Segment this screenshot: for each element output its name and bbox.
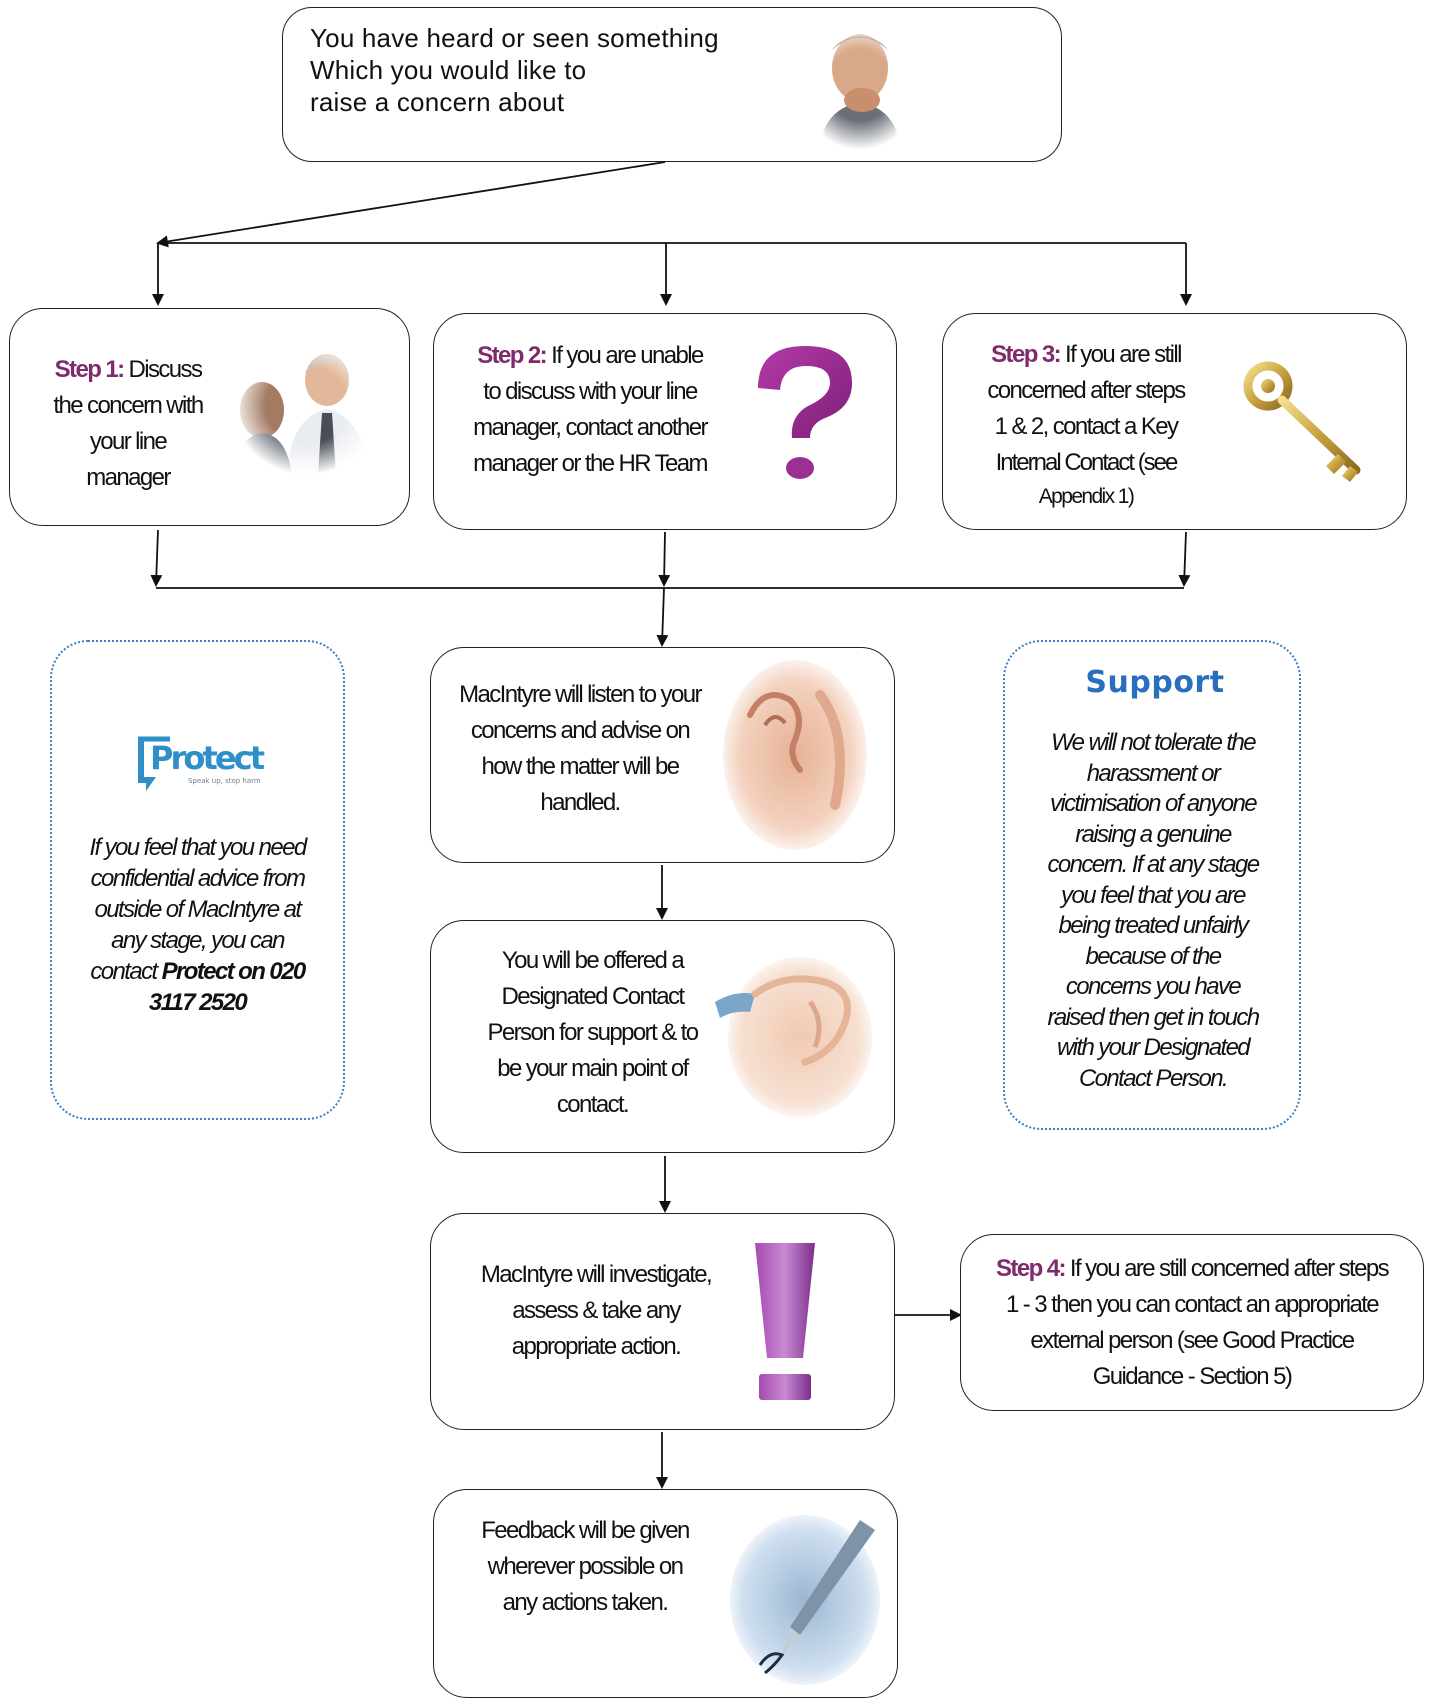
protect-text: If you feel that you need confidential a… (60, 832, 335, 1018)
protect-line: any stage, you can (111, 927, 285, 954)
listen-line: how the matter will be (481, 753, 681, 780)
exclamation-mark-icon (755, 1243, 815, 1400)
fountain-pen-photo-icon (730, 1515, 880, 1685)
step3-label: Step 3: (991, 341, 1061, 368)
protect-contact-number: Protect on 020 (161, 958, 307, 985)
ear-listening-photo-icon (723, 660, 867, 850)
listen-text: MacIntyre will listen to your concerns a… (445, 677, 715, 821)
support-line: raising a genuine (1075, 820, 1232, 848)
support-line: with your Designated (1056, 1034, 1251, 1061)
step4-line: If you are still concerned after steps (1069, 1255, 1390, 1282)
step1-text: Step 1: Discuss the concern with your li… (30, 352, 226, 496)
step4-line: 1 - 3 then you can contact an appropriat… (1005, 1291, 1380, 1318)
feedback-line: any actions taken. (502, 1589, 669, 1616)
step3-line: If you are still (1065, 341, 1182, 368)
investigate-line: MacIntyre will investigate, (480, 1261, 713, 1288)
step3-box (942, 313, 1407, 530)
designated-line: contact. (556, 1091, 630, 1118)
step3-line: Appendix 1) (1038, 485, 1135, 508)
start-line: raise a concern about (310, 87, 565, 117)
feedback-line: wherever possible on (487, 1553, 684, 1580)
step3-line: 1 & 2, contact a Key (994, 413, 1179, 440)
support-line: harassment or (1086, 759, 1221, 787)
feedback-line: Feedback will be given (481, 1517, 690, 1544)
step2-line: manager or the HR Team (473, 450, 708, 477)
managers-meeting-photo-icon (232, 335, 382, 475)
protect-box (50, 640, 345, 1120)
step1-label: Step 1: (54, 356, 125, 383)
start-line: You have heard or seen something (310, 23, 719, 53)
investigate-line: assess & take any (512, 1297, 681, 1324)
arrow-merge-to-listen (656, 587, 669, 647)
listen-line: concerns and advise on (470, 717, 691, 744)
designated-line: be your main point of (497, 1055, 689, 1082)
listen-line: MacIntyre will listen to your (459, 681, 702, 708)
support-line: victimisation of anyone (1050, 790, 1258, 817)
step4-line: Guidance - Section 5) (1092, 1363, 1293, 1390)
protect-line: confidential advice from (90, 865, 306, 892)
designated-line: Person for support & to (487, 1019, 700, 1046)
protect-logo: Protect Speak up, stop harm (138, 736, 265, 791)
support-box (1003, 640, 1301, 1130)
arrow-start-to-branch (156, 161, 666, 248)
support-text: We will not tolerate the harassment or v… (1013, 728, 1293, 1094)
arrow-step2-down (658, 531, 671, 587)
start-text: You have heard or seen something Which y… (310, 22, 740, 118)
support-line: you feel that you are (1061, 881, 1246, 909)
support-line: raised then get in touch (1047, 1003, 1260, 1031)
listen-line: handled. (540, 789, 621, 816)
gold-key-icon (1243, 361, 1361, 482)
step2-text: Step 2: If you are unable to discuss wit… (455, 338, 725, 482)
step3-line: Internal Contact (see (995, 449, 1179, 476)
start-box (282, 7, 1062, 162)
step4-line: external person (see Good Practice (1030, 1327, 1355, 1354)
support-line: being treated unfairly (1058, 912, 1250, 939)
step1-line: Discuss (128, 356, 203, 383)
step4-text: Step 4: If you are still concerned after… (970, 1251, 1414, 1395)
step2-line: to discuss with your line (483, 378, 698, 405)
step2-label: Step 2: (477, 342, 547, 369)
support-line: We will not tolerate the (1051, 729, 1257, 756)
supporting-hand-photo-icon (715, 957, 872, 1117)
designated-line: You will be offered a (501, 947, 685, 974)
support-line: concerns you have (1065, 973, 1242, 1000)
designated-text: You will be offered a Designated Contact… (470, 943, 715, 1123)
support-title: Support (1085, 665, 1225, 700)
thinking-man-photo-icon (800, 20, 920, 150)
start-line: Which you would like to (310, 55, 587, 85)
designated-line: Designated Contact (501, 983, 686, 1010)
step1-line: the concern with (53, 392, 204, 419)
support-line: because of the (1085, 942, 1222, 970)
protect-logo-text: Protect (150, 739, 265, 777)
step2-line: manager, contact another (473, 414, 708, 441)
protect-line: If you feel that you need (89, 834, 307, 861)
step3-text: Step 3: If you are still concerned after… (968, 337, 1204, 513)
step1-line: manager (86, 464, 171, 491)
support-line: Contact Person. (1078, 1064, 1229, 1092)
step4-box (960, 1234, 1424, 1411)
protect-logo-tagline: Speak up, stop harm (188, 777, 261, 785)
investigate-line: appropriate action. (511, 1333, 682, 1360)
investigate-text: MacIntyre will investigate, assess & tak… (465, 1257, 727, 1365)
investigate-box (430, 1213, 895, 1430)
question-mark-icon (758, 346, 852, 479)
protect-line: outside of MacIntyre at (94, 896, 303, 923)
arrow-step1-down (150, 529, 163, 587)
feedback-text: Feedback will be given wherever possible… (460, 1513, 710, 1621)
step1-line: your line (89, 428, 168, 455)
step3-line: concerned after steps (987, 377, 1186, 404)
support-line: concern. If at any stage (1047, 851, 1260, 878)
protect-contact-number: 3117 2520 (148, 989, 248, 1016)
step4-label: Step 4: (996, 1255, 1066, 1282)
step2-line: If you are unable (551, 342, 704, 369)
arrow-step3-down (1178, 531, 1191, 587)
protect-line: contact (90, 958, 158, 985)
